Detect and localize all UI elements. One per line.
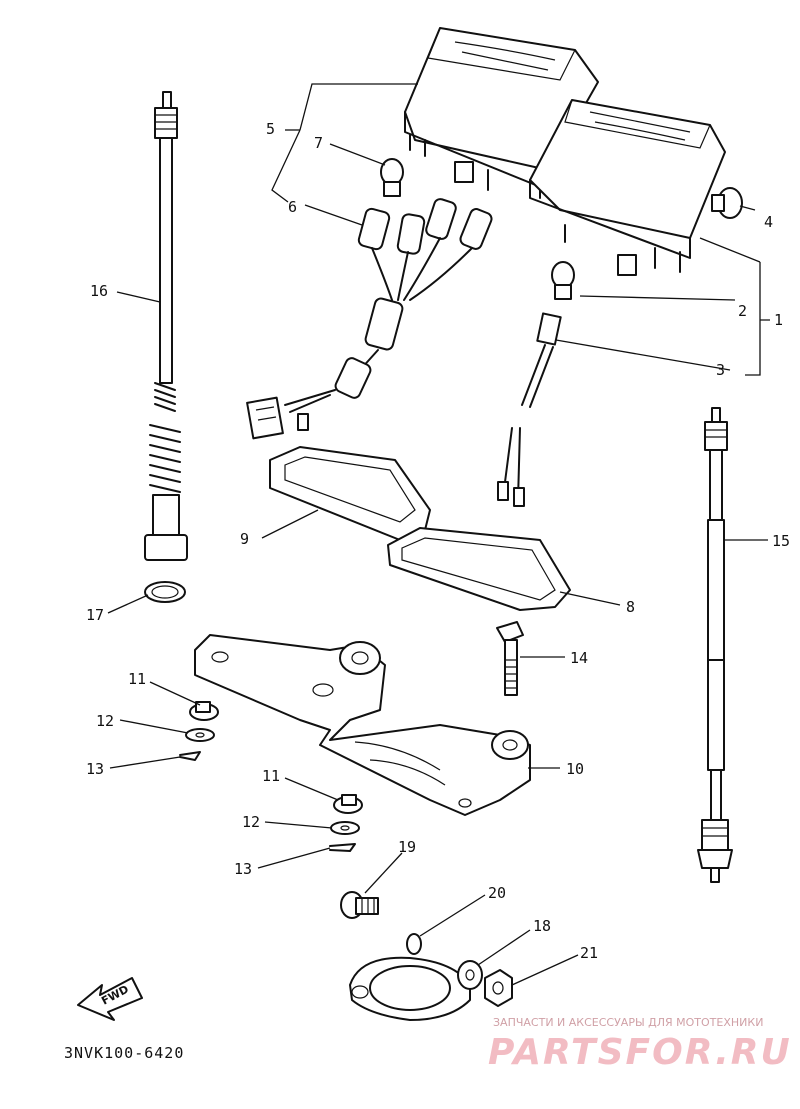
callout-15: 15 [772,532,790,550]
watermark-tagline: ЗАПЧАСТИ И АКСЕССУАРЫ ДЛЯ МОТОТЕХНИКИ [493,1016,763,1029]
tachometer-cable [697,407,733,883]
wire-harness [246,198,493,440]
callout-2: 2 [738,302,747,320]
callout-9: 9 [240,530,249,548]
callout-12a: 12 [96,712,114,730]
callout-19: 19 [398,838,416,856]
watermark: ЗАПЧАСТИ И АКСЕССУАРЫ ДЛЯ МОТОТЕХНИКИ PA… [488,1016,792,1073]
tachometer-housing [529,99,726,276]
callout-1: 1 [774,311,783,329]
callout-11b: 11 [262,767,280,785]
bolt-14 [496,621,524,696]
meter-bracket [194,634,531,816]
o-ring [144,581,186,603]
callout-17: 17 [86,606,104,624]
callout-8: 8 [626,598,635,616]
gasket-8 [387,527,571,611]
bulb-2 [551,261,575,300]
nut-21 [484,969,513,1007]
callout-numbers: 1 2 3 4 5 6 7 8 9 10 11 11 12 12 13 13 1… [86,120,790,962]
callout-18: 18 [533,917,551,935]
callout-16: 16 [90,282,108,300]
screw-19 [340,891,379,919]
bulb-socket [497,312,562,507]
callout-14: 14 [570,649,588,667]
callout-6: 6 [288,198,297,216]
gasket-9 [269,446,431,541]
speedometer-cable [144,91,188,561]
callout-4: 4 [764,213,773,231]
forward-arrow-icon: FWD [77,977,143,1021]
reset-knob [711,187,743,219]
leader-lines [107,83,770,986]
damper-set-lower [329,794,363,852]
callout-3: 3 [716,361,725,379]
callout-11a: 11 [128,670,146,688]
bulb-7 [380,158,404,197]
damper-set-upper [179,701,219,761]
callout-10: 10 [566,760,584,778]
callout-20: 20 [488,884,506,902]
callout-13a: 13 [86,760,104,778]
handlebar-clamp [349,933,483,1021]
callout-21: 21 [580,944,598,962]
callout-12b: 12 [242,813,260,831]
watermark-logo: PARTSFOR.RU [488,1032,792,1073]
callout-5: 5 [266,120,275,138]
callout-13b: 13 [234,860,252,878]
callout-7: 7 [314,134,323,152]
diagram-code: 3NVK100-6420 [64,1044,184,1062]
